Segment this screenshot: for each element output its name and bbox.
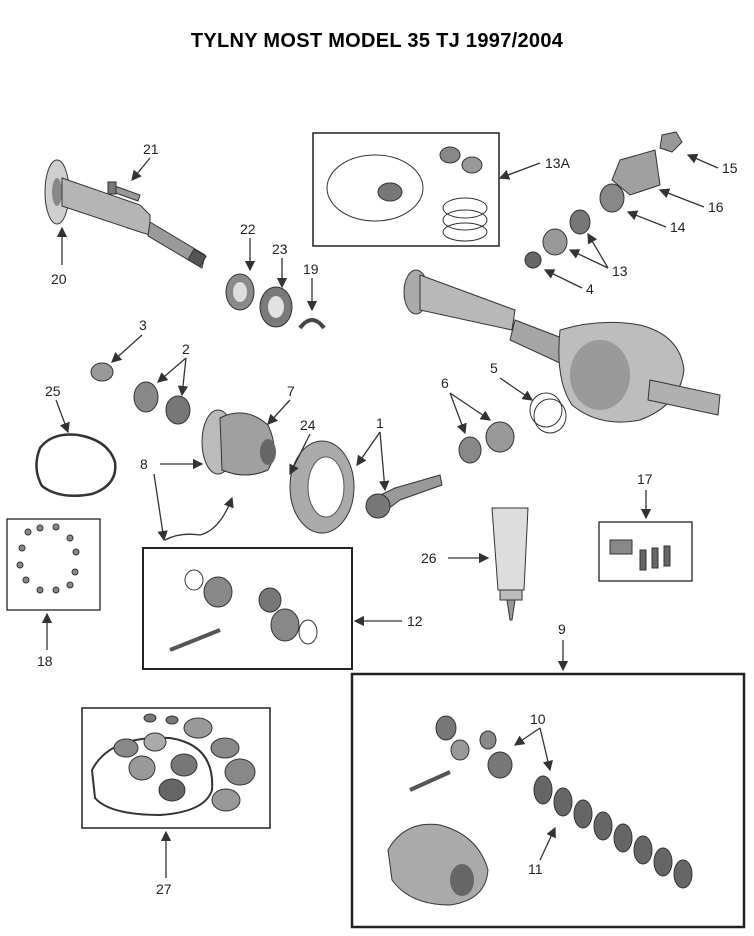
callout-1: 1 xyxy=(376,415,384,431)
overhaul-kit-27-parts xyxy=(90,713,256,817)
kit-box-17 xyxy=(598,521,693,582)
kit-box-12 xyxy=(142,547,353,670)
differential-case-part xyxy=(201,409,276,476)
callout-16: 16 xyxy=(708,199,724,215)
callout-2: 2 xyxy=(182,341,190,357)
clutch-discs-part xyxy=(533,775,693,889)
callout-18: 18 xyxy=(37,653,53,669)
callout-25: 25 xyxy=(45,383,61,399)
callout-5: 5 xyxy=(490,360,498,376)
callout-13a: 13A xyxy=(545,155,571,171)
kit-box-9 xyxy=(350,672,746,929)
callout-13: 13 xyxy=(612,263,628,279)
callout-10: 10 xyxy=(530,711,546,727)
side-bearing-parts xyxy=(458,392,567,464)
kit-box-18 xyxy=(6,518,101,611)
callout-27: 27 xyxy=(156,881,172,897)
pinion-yoke-parts xyxy=(524,131,683,269)
wheel-stud-part xyxy=(107,181,141,202)
axle-housing-part xyxy=(403,269,721,423)
callout-3: 3 xyxy=(139,317,147,333)
ring-pinion-gear-part xyxy=(289,440,443,534)
callout-11: 11 xyxy=(528,861,543,877)
callout-24: 24 xyxy=(300,417,316,433)
callout-21: 21 xyxy=(143,141,159,157)
cover-bolts-part xyxy=(16,523,80,594)
callout-20: 20 xyxy=(51,271,67,287)
callout-7: 7 xyxy=(287,383,295,399)
callout-14: 14 xyxy=(670,219,686,235)
callout-6: 6 xyxy=(441,375,449,391)
callout-9: 9 xyxy=(558,621,566,637)
callout-8: 8 xyxy=(140,456,148,472)
callout-26: 26 xyxy=(421,550,437,566)
sealant-tube-part xyxy=(491,507,529,621)
axle-bearing-part xyxy=(225,273,293,328)
axle-shaft-part xyxy=(44,159,207,269)
callout-17: 17 xyxy=(637,471,653,487)
leader-lines xyxy=(41,153,719,878)
callout-19: 19 xyxy=(303,261,319,277)
u-joint-strap-parts xyxy=(609,539,671,571)
callout-12: 12 xyxy=(407,613,423,629)
kit-box-13a xyxy=(312,132,500,247)
seal-kit-13a-parts xyxy=(326,146,488,242)
spider-gear-kit-parts xyxy=(169,569,318,652)
diagram-title: TYLNY MOST MODEL 35 TJ 1997/2004 xyxy=(190,30,564,52)
pinion-bearing-parts xyxy=(90,362,191,425)
kit-box-27 xyxy=(81,707,271,829)
retainer-clip-part xyxy=(298,318,326,330)
limited-slip-kit-parts xyxy=(387,715,513,906)
callout-15: 15 xyxy=(722,160,738,176)
callout-23: 23 xyxy=(272,241,288,257)
cover-gasket-part xyxy=(35,433,117,497)
callout-22: 22 xyxy=(240,221,256,237)
callout-4: 4 xyxy=(586,281,594,297)
